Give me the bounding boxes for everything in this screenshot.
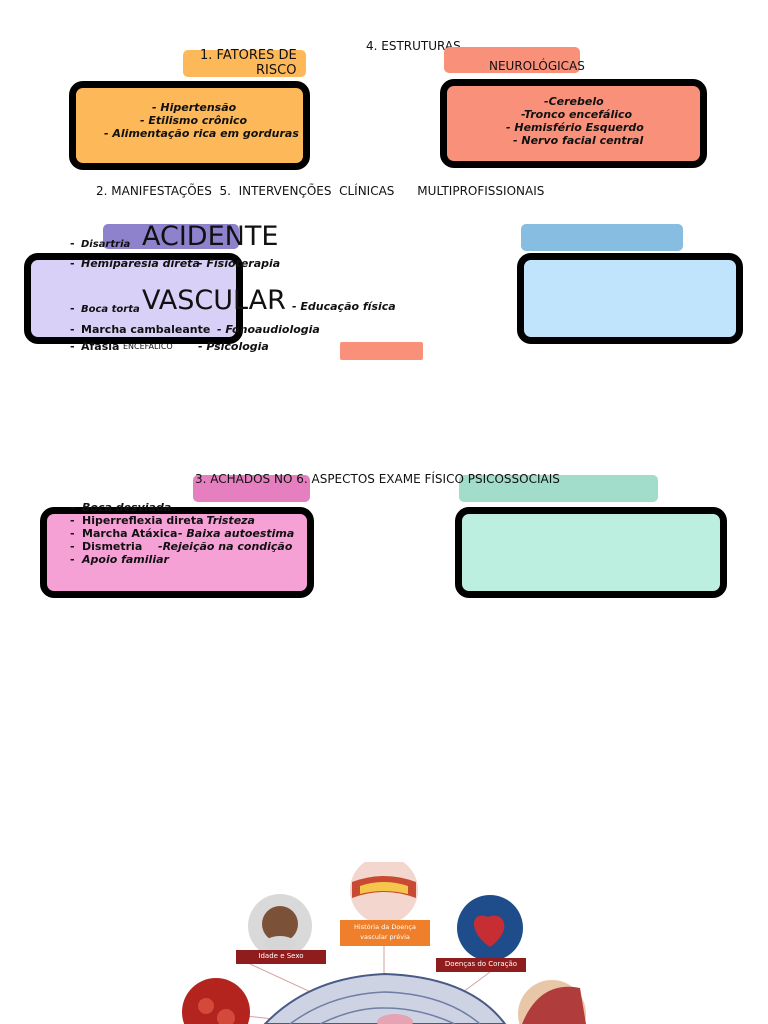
intervencoes-box [517, 253, 743, 344]
intervencao-fonoaudiologia: - Fonoaudiologia [217, 323, 320, 336]
label-idade-sexo: Idade e Sexo [258, 952, 304, 960]
infographic-graphic [182, 862, 586, 1024]
bullet-dash: - [70, 323, 75, 336]
achado-dismetria: Dismetria [82, 540, 143, 553]
label-doencas-coracao: Doenças do Coração [444, 960, 518, 968]
fatores-item: - Etilismo crônico [140, 114, 248, 127]
bullet-dash: - [70, 540, 75, 553]
fatores-item: - Hipertensão [152, 101, 237, 114]
fatores-item: - Alimentação rica em gorduras [104, 127, 299, 140]
label-historia: História da Doença vascular prévia [354, 923, 416, 941]
estruturas-item: - Hemisfério Esquerdo [506, 121, 644, 134]
brain-illustration [263, 972, 507, 1024]
achado-boca-desviada: Boca desviada [82, 501, 172, 514]
aspecto-apoio-familiar: Apoio familiar [82, 553, 169, 566]
bullet-dash: - [70, 340, 75, 353]
blood-cells-photo [182, 978, 250, 1024]
estruturas-item: - Nervo facial central [513, 134, 644, 147]
bullet-dash: - [70, 237, 75, 250]
achado-hiperreflexia: Hiperreflexia direta [82, 514, 204, 527]
person-photo [518, 980, 586, 1024]
intervencao-psicologia: - Psicologia [198, 340, 269, 353]
elder-man-photo [248, 894, 312, 958]
manifestacao-boca-torta: Boca torta [81, 304, 140, 315]
bullet-dash: - [70, 514, 75, 527]
achados-box [40, 507, 314, 598]
estruturas-item: -Cerebelo [544, 95, 604, 108]
aspecto-rejeicao: -Rejeição na condição [158, 540, 293, 553]
estruturas-title-line1: 4. ESTRUTURAS [366, 39, 461, 53]
manifestacao-disartria: Disartria [81, 239, 131, 250]
manifestacao-hemiparesia: Hemiparesia direta [81, 257, 200, 270]
fatores-risco-list: - Hipertensão - Etilismo crônico - Alime… [104, 101, 299, 140]
title-acidente: ACIDENTE [142, 221, 279, 252]
title-vascular: VASCULAR [142, 285, 286, 316]
estruturas-title-line2: NEUROLÓGICAS [489, 59, 585, 73]
manifestacoes-header-row: 2. MANIFESTAÇÕES 5. INTERVENÇÕES CLÍNICA… [96, 184, 545, 198]
intervencoes-tag [521, 224, 683, 251]
bullet-dash: - [70, 302, 75, 315]
title-encefalico: ENCEFÁLICO [123, 342, 173, 351]
estruturas-box [440, 79, 707, 168]
achado-marcha-ataxica: Marcha Atáxica [82, 527, 178, 540]
manifestacoes-tag [103, 224, 239, 249]
estruturas-tag [444, 47, 580, 73]
fatores-title-line1: 1. FATORES DE [200, 48, 297, 63]
achados-header-row: 3. ACHADOS NO 6. ASPECTOS EXAME FÍSICO P… [195, 472, 560, 486]
estruturas-item: -Tronco encefálico [521, 108, 633, 121]
psicossociais-tag [459, 475, 658, 502]
bullet-dash: - [70, 553, 75, 566]
fatores-tag [183, 50, 306, 77]
achados-tag [193, 475, 310, 502]
manifestacoes-box [24, 253, 243, 344]
bullet-dash: - [70, 501, 75, 514]
estruturas-small-tag [340, 342, 423, 360]
psicossociais-box [455, 507, 727, 598]
bullet-dash: - [70, 257, 75, 270]
bullet-dash: - [70, 527, 75, 540]
intervencao-educacao-fisica: - Educação física [292, 300, 396, 313]
fatores-title-line2: RISCO [256, 63, 297, 78]
heart-photo [457, 895, 523, 961]
intervencao-fisioterapia: - Fisioterapia [198, 257, 281, 270]
risk-infographic: Idade e Sexo História da Doença vascular… [170, 862, 590, 1024]
fatores-risco-box [69, 81, 310, 170]
aspecto-baixa-autoestima: - Baixa autoestima [178, 527, 295, 540]
artery-image [350, 862, 418, 924]
manifestacao-afasia: Afasia [81, 340, 120, 353]
aspecto-tristeza: - Tristeza [198, 514, 255, 527]
manifestacao-marcha: Marcha cambaleante [81, 323, 211, 336]
estruturas-list: -Cerebelo -Tronco encefálico - Hemisféri… [506, 95, 644, 147]
